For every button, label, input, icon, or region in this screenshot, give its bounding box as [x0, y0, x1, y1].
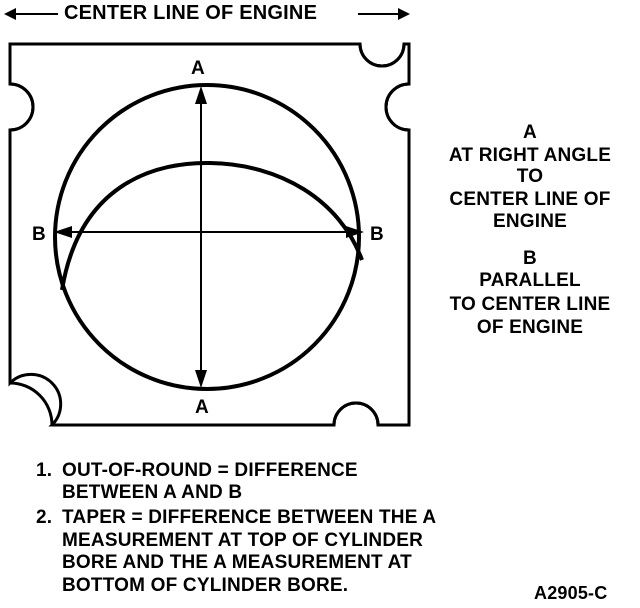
legend-b-line: OF ENGINE	[476, 317, 584, 338]
corner-notch-left	[9, 82, 35, 132]
arrow-right-line	[358, 13, 406, 15]
measurement-a-arrow-top	[195, 86, 207, 104]
cylinder-bore-circle	[53, 83, 361, 391]
page-title: CENTER LINE OF ENGINE	[64, 2, 318, 24]
measurement-b-arrow-left	[54, 226, 72, 238]
note-2: 2. TAPER = DIFFERENCE BETWEEN THE A	[36, 507, 436, 528]
figure-id: A2905-C	[534, 583, 608, 603]
label-b-right: B	[370, 224, 384, 245]
note-line: OUT-OF-ROUND = DIFFERENCE	[62, 460, 358, 481]
arrow-left-line	[6, 13, 58, 15]
note-line: BOTTOM OF CYLINDER BORE.	[62, 575, 349, 596]
note-number: 1.	[36, 460, 53, 481]
legend-b-letter: B	[523, 248, 537, 269]
legend-b-line: TO CENTER LINE	[449, 294, 611, 315]
legend-a-line: TO	[516, 166, 544, 187]
note-line: BORE AND THE A MEASUREMENT AT	[62, 552, 412, 573]
label-a-top: A	[191, 58, 205, 79]
arrow-right-icon	[398, 8, 410, 20]
corner-notch-top-right	[358, 43, 406, 68]
legend-a-line: CENTER LINE OF	[449, 189, 611, 210]
legend-a-line: AT RIGHT ANGLE	[448, 145, 612, 166]
legend-a-line: ENGINE	[492, 211, 568, 232]
note-1: 1. OUT-OF-ROUND = DIFFERENCE	[36, 460, 358, 481]
note-line: MEASUREMENT AT TOP OF CYLINDER	[62, 530, 424, 551]
corner-notch-bottom-left	[9, 381, 54, 426]
note-line: BETWEEN A AND B	[62, 482, 243, 503]
note-line: TAPER = DIFFERENCE BETWEEN THE A	[62, 507, 437, 528]
corner-notch-right	[384, 82, 410, 132]
legend-a-letter: A	[523, 122, 537, 143]
corner-notch-bottom-right	[332, 401, 380, 426]
piston-arc	[60, 160, 364, 291]
note-number: 2.	[36, 507, 53, 528]
measurement-b-arrow-right	[346, 226, 364, 238]
legend-b-line: PARALLEL	[479, 270, 581, 291]
measurement-a-arrow-bottom	[195, 370, 207, 388]
label-b-left: B	[32, 224, 46, 245]
label-a-bottom: A	[195, 397, 209, 418]
